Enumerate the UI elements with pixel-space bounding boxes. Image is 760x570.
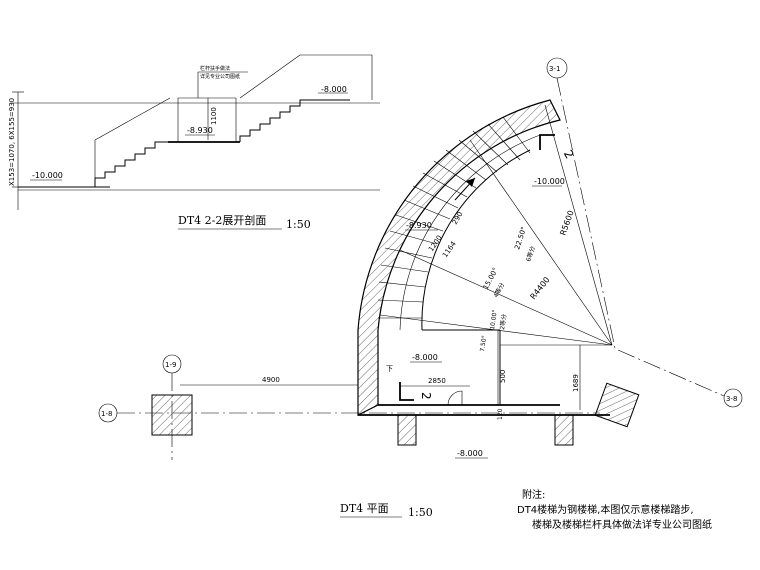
dim-120: 120 xyxy=(497,408,504,420)
down-mark: 下 xyxy=(386,365,393,373)
plan-title: DT4 平面 xyxy=(340,502,389,515)
dim-1200: 1200 xyxy=(427,234,444,253)
dim-290: 290 xyxy=(451,210,465,226)
angle-1-note: 6等分 xyxy=(524,245,536,263)
level-bottom: -10.000 xyxy=(32,171,63,180)
level-mid: -8.930 xyxy=(406,221,432,230)
angle-3: 7.50° xyxy=(479,335,488,352)
plan-scale: 1:50 xyxy=(408,506,433,519)
notes: 附注: DT4楼梯为钢楼梯,本图仅示意楼梯踏步, 楼梯及楼梯栏杆具体做法详专业公… xyxy=(517,488,712,531)
angle-3-label: 10.00° xyxy=(489,309,499,330)
dim-vertical: X153=1070, 6X155=930 xyxy=(8,98,16,186)
angle-1: 22.50° xyxy=(513,226,528,251)
level-top: -10.000 xyxy=(534,177,565,186)
section-scale: 1:50 xyxy=(286,218,311,231)
dim-1164: 1164 xyxy=(441,240,458,260)
dim-500: 500 xyxy=(499,370,507,383)
section-title: DT4 2-2展开剖面 xyxy=(178,213,266,227)
level-below: -8.000 xyxy=(457,449,483,458)
railing-note-2: 详见专业公司图纸 xyxy=(200,73,240,80)
plan-view: 3-1 1-9 1-8 3-8 xyxy=(98,57,743,519)
section-mark-top: 2 xyxy=(561,148,577,162)
dim-4900: 4900 xyxy=(262,376,280,384)
axis-1-9: 1-9 xyxy=(165,361,176,369)
angle-3-note: 2等分 xyxy=(498,313,508,330)
dim-1689: 1689 xyxy=(572,374,580,392)
railing-note-1: 栏杆扶手做法 xyxy=(200,65,230,72)
level-floor: -8.000 xyxy=(412,353,438,362)
notes-line1: DT4楼梯为钢楼梯,本图仅示意楼梯踏步, xyxy=(517,503,694,516)
angle-2-note: 4等分 xyxy=(492,281,506,299)
dim-1100: 1100 xyxy=(210,107,218,125)
radius-outer: R5600 xyxy=(558,209,575,236)
axis-1-8: 1-8 xyxy=(101,410,112,418)
radius-inner: R4400 xyxy=(528,275,551,301)
notes-heading: 附注: xyxy=(522,488,545,501)
level-upper: -8.000 xyxy=(321,85,347,94)
notes-line2: 楼梯及楼梯栏杆具体做法详专业公司图纸 xyxy=(532,518,712,531)
section-mark-bottom: 2 xyxy=(419,392,433,400)
axis-3-8: 3-8 xyxy=(726,395,737,403)
axis-3-1: 3-1 xyxy=(549,65,560,73)
dim-2850: 2850 xyxy=(428,377,446,385)
section-view: X153=1070, 6X155=930 栏杆扶手做法 详见专业公司图纸 110… xyxy=(8,54,380,231)
level-landing: -8.930 xyxy=(187,126,213,135)
